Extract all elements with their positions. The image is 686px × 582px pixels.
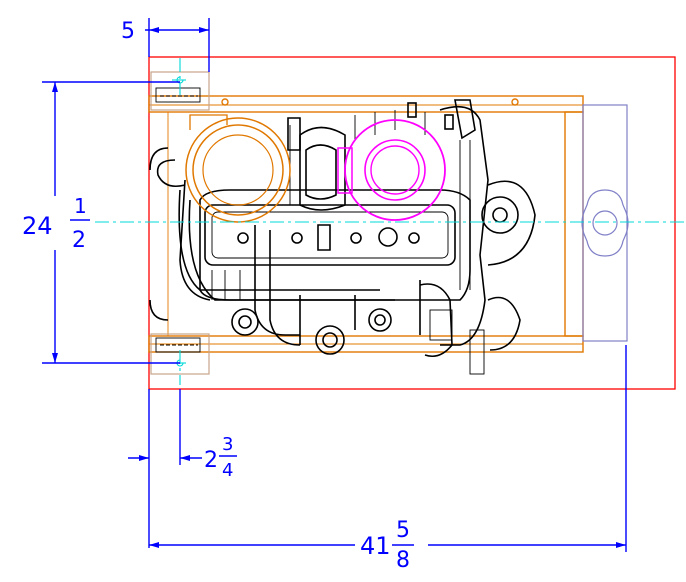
- dimension-side-offset: 2 3 4: [128, 389, 237, 548]
- dimension-length: 41 5 8: [149, 345, 627, 573]
- engine-body: [149, 99, 536, 375]
- dimension-height: 24 1 2: [22, 81, 180, 364]
- dimension-height-whole: 24: [22, 212, 53, 240]
- installation-envelope: [148, 56, 676, 390]
- dimension-length-denominator: 8: [396, 548, 410, 573]
- dimension-height-numerator: 1: [74, 194, 87, 218]
- engine-mount-bottom: [150, 333, 210, 375]
- engine-mount-top: [150, 71, 210, 111]
- dimension-side-offset-whole: 2: [204, 448, 218, 473]
- mount-centerline-top: [172, 58, 188, 95]
- dimension-length-whole: 41: [360, 532, 391, 560]
- air-filter-left: [185, 114, 291, 223]
- dimension-height-denominator: 2: [72, 228, 86, 253]
- dimension-top-offset-label: 5: [121, 19, 135, 44]
- dimension-length-numerator: 5: [396, 518, 410, 543]
- dimension-side-offset-numerator: 3: [222, 434, 233, 455]
- air-filter-right: [337, 119, 446, 221]
- dimension-side-offset-denominator: 4: [222, 460, 233, 481]
- bellhousing-outline: [581, 104, 629, 342]
- mount-centerline-bottom: [172, 350, 188, 385]
- dimension-top-offset: 5: [121, 18, 210, 72]
